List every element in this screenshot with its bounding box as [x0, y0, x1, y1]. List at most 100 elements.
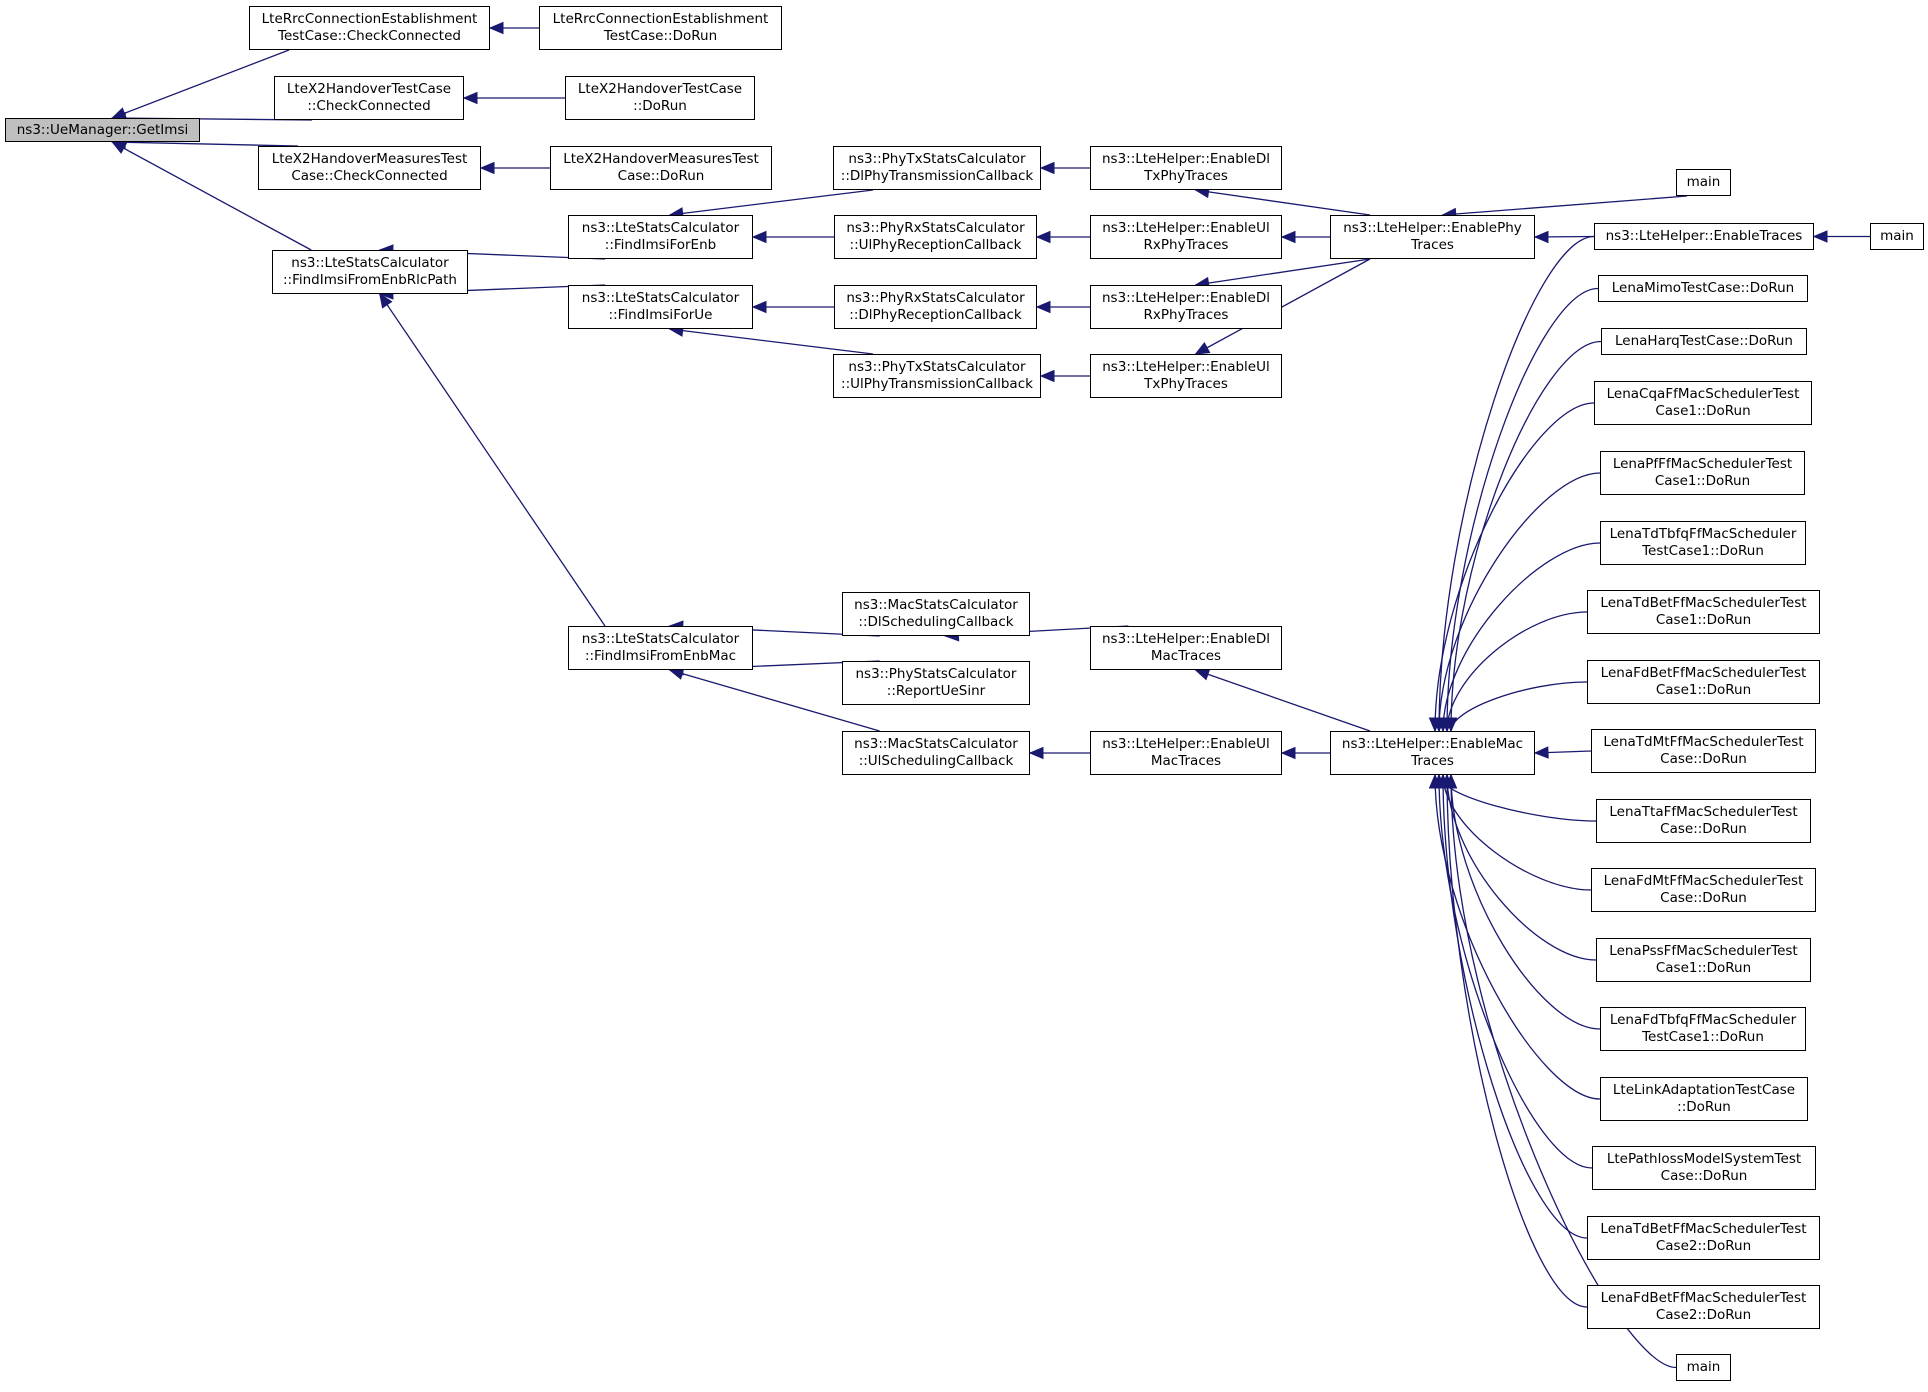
node-label-line: Case::DoRun — [1660, 751, 1747, 767]
arrowhead-icon — [1035, 230, 1051, 244]
node-label-line: ns3::PhyTxStatsCalculator — [848, 359, 1026, 375]
node-harq[interactable]: LenaHarqTestCase::DoRun — [1601, 328, 1807, 355]
node-label-line: ns3::LteHelper::EnableUl — [1102, 359, 1270, 375]
node-phytx-dl[interactable]: ns3::PhyTxStatsCalculator::DlPhyTransmis… — [833, 146, 1041, 190]
node-getimsi: ns3::UeManager::GetImsi — [5, 118, 200, 142]
edge-en_phy-to-en_dltx — [1195, 189, 1371, 216]
arrowhead-icon — [1533, 746, 1549, 759]
node-label-line: ::DlSchedulingCallback — [858, 614, 1014, 630]
node-label-line: MacTraces — [1150, 753, 1222, 769]
node-label-line: TestCase::CheckConnected — [278, 28, 461, 44]
arrowhead-icon — [462, 91, 478, 105]
arrowhead-icon — [1039, 161, 1055, 175]
node-label-line: LteX2HandoverMeasuresTest — [563, 151, 759, 167]
node-label-line: LteX2HandoverTestCase — [286, 81, 452, 97]
node-fromenbmac[interactable]: ns3::LteStatsCalculator::FindImsiFromEnb… — [568, 626, 753, 670]
node-main1[interactable]: main — [1676, 169, 1731, 196]
node-en-traces[interactable]: ns3::LteHelper::EnableTraces — [1594, 223, 1814, 250]
node-forue[interactable]: ns3::LteStatsCalculator::FindImsiForUe — [568, 285, 753, 329]
node-label-line: ns3::PhyRxStatsCalculator — [846, 220, 1025, 236]
node-main2[interactable]: main — [1870, 223, 1924, 250]
node-rlcpath[interactable]: ns3::LteStatsCalculator::FindImsiFromEnb… — [272, 250, 468, 294]
node-label-line: Case2::DoRun — [1655, 1307, 1752, 1323]
arrowhead-icon — [1444, 717, 1458, 733]
node-mimo[interactable]: LenaMimoTestCase::DoRun — [1598, 275, 1808, 302]
arrowhead-icon — [1039, 369, 1055, 383]
node-label-line: ns3::LteHelper::EnableUl — [1102, 220, 1270, 236]
node-label-line: TxPhyTraces — [1144, 168, 1228, 184]
node-phyrx-dl[interactable]: ns3::PhyRxStatsCalculator::DlPhyReceptio… — [834, 285, 1037, 329]
node-label-line: Traces — [1411, 753, 1454, 769]
edge-rlcpath-to-getimsi — [111, 141, 312, 251]
node-label-line: ns3::LteHelper::EnableMac — [1341, 736, 1524, 752]
edge-pf-to-en_mac — [1438, 472, 1601, 732]
node-label-line: ::FindImsiFromEnbRlcPath — [283, 272, 457, 288]
node-label-line: main — [1686, 174, 1721, 190]
node-label-line: RxPhyTraces — [1143, 237, 1229, 253]
node-label-line: LenaTdBetFfMacSchedulerTest — [1600, 1221, 1807, 1237]
edge-mac_ul-to-fromenbmac — [669, 669, 880, 732]
node-label-line: ::DoRun — [1677, 1099, 1731, 1115]
node-label-line: Case1::DoRun — [1654, 473, 1751, 489]
node-label-line: ns3::PhyStatsCalculator — [855, 666, 1017, 682]
arrowhead-icon — [488, 21, 504, 35]
edge-en_phy-to-en_dlrx — [1195, 258, 1371, 286]
node-forenb[interactable]: ns3::LteStatsCalculator::FindImsiForEnb — [568, 215, 753, 259]
edge-tta-to-en_mac — [1438, 774, 1597, 822]
edge-mimo-to-en_mac — [1446, 287, 1599, 732]
node-label-line: LtePathlossModelSystemTest — [1606, 1151, 1802, 1167]
node-phytx-ul[interactable]: ns3::PhyTxStatsCalculator::UlPhyTransmis… — [833, 354, 1041, 398]
node-label-line: ::CheckConnected — [307, 98, 431, 114]
node-x2-check[interactable]: LteX2HandoverTestCase::CheckConnected — [274, 76, 464, 120]
edge-fdmt-to-en_mac — [1442, 774, 1592, 891]
node-label-line: ::UlPhyTransmissionCallback — [841, 376, 1033, 392]
edge-tdbet1-to-en_mac — [1446, 611, 1588, 732]
arrowhead-icon — [1194, 342, 1211, 355]
node-mac-dl[interactable]: ns3::MacStatsCalculator::DlSchedulingCal… — [842, 592, 1030, 636]
node-label-line: ns3::LteHelper::EnableDl — [1101, 631, 1271, 647]
node-x2-dorun[interactable]: LteX2HandoverTestCase::DoRun — [565, 76, 755, 120]
node-label-line: Case1::DoRun — [1655, 612, 1752, 628]
node-label-line: LenaTdMtFfMacSchedulerTest — [1603, 734, 1804, 750]
node-mac-ul[interactable]: ns3::MacStatsCalculator::UlSchedulingCal… — [842, 731, 1030, 775]
node-label-line: ns3::PhyTxStatsCalculator — [848, 151, 1026, 167]
node-label-line: Case1::DoRun — [1655, 682, 1752, 698]
node-reportsinr[interactable]: ns3::PhyStatsCalculator::ReportUeSinr — [842, 661, 1030, 705]
node-label-line: TestCase1::DoRun — [1642, 543, 1764, 559]
node-label-line: ns3::LteHelper::EnableUl — [1102, 736, 1270, 752]
arrowhead-icon — [751, 300, 767, 314]
node-label-line: LenaTtaFfMacSchedulerTest — [1609, 804, 1798, 820]
node-label-line: TestCase::DoRun — [603, 28, 718, 44]
node-label-line: ns3::LteHelper::EnableDl — [1101, 151, 1271, 167]
node-phyrx-ul[interactable]: ns3::PhyRxStatsCalculator::UlPhyReceptio… — [834, 215, 1037, 259]
node-main3[interactable]: main — [1676, 1354, 1731, 1381]
node-linkadapt[interactable]: LteLinkAdaptationTestCase::DoRun — [1600, 1077, 1808, 1121]
edge-harq-to-en_mac — [1450, 340, 1602, 732]
